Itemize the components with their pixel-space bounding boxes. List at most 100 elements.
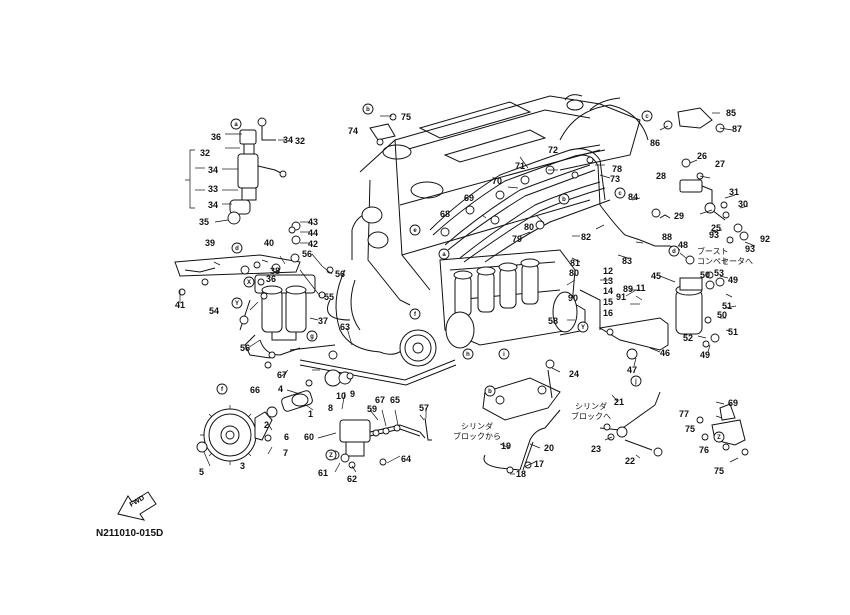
ref-b-1: b bbox=[366, 107, 370, 113]
cyl-from-label-1: シリンダ bbox=[461, 421, 493, 431]
ref-j: j bbox=[634, 379, 637, 385]
bracket-top bbox=[369, 113, 397, 146]
ref-circles bbox=[216, 103, 725, 461]
injector-assembly bbox=[185, 117, 287, 225]
ref-b-3: b bbox=[488, 389, 492, 395]
ref-e: e bbox=[413, 228, 417, 234]
callout-91: 91 bbox=[616, 292, 626, 302]
callout-27: 27 bbox=[715, 159, 725, 169]
callout-80a: 80 bbox=[524, 222, 534, 232]
ref-Y-2: Y bbox=[581, 325, 585, 331]
callout-58: 58 bbox=[548, 316, 558, 326]
callout-36a: 36 bbox=[211, 132, 221, 142]
fuel-filter-left bbox=[174, 221, 316, 359]
callout-54: 54 bbox=[209, 306, 219, 316]
callout-56b: 56 bbox=[335, 269, 345, 279]
callout-86: 86 bbox=[650, 138, 660, 148]
callout-18: 18 bbox=[516, 469, 526, 479]
ref-f-2: f bbox=[221, 387, 224, 393]
ref-letters: a a b b b c c d d e f f g h i j X Y Y Z … bbox=[221, 107, 721, 459]
ref-b-2: b bbox=[562, 197, 566, 203]
callout-74: 74 bbox=[348, 126, 358, 136]
ref-g: g bbox=[310, 334, 314, 340]
callout-62: 62 bbox=[347, 474, 357, 484]
callout-70: 70 bbox=[492, 176, 502, 186]
callout-79: 79 bbox=[512, 234, 522, 244]
callout-69b: 69 bbox=[728, 398, 738, 408]
cyl-to-label-1: シリンダ bbox=[575, 401, 607, 411]
callout-59: 59 bbox=[367, 404, 377, 414]
callout-40: 40 bbox=[264, 238, 274, 248]
callout-1: 1 bbox=[308, 409, 313, 419]
callout-60: 60 bbox=[304, 432, 314, 442]
callout-56a: 56 bbox=[302, 249, 312, 259]
callout-88: 88 bbox=[662, 232, 672, 242]
ref-d-1: d bbox=[235, 246, 239, 252]
ref-h: h bbox=[466, 352, 470, 358]
drive-gear-assembly bbox=[196, 344, 354, 465]
callout-67a: 67 bbox=[277, 370, 287, 380]
callout-14: 14 bbox=[603, 286, 613, 296]
callout-75a: 75 bbox=[401, 112, 411, 122]
callout-6: 6 bbox=[284, 432, 289, 442]
callout-75b: 75 bbox=[685, 424, 695, 434]
callout-34b: 34 bbox=[208, 200, 218, 210]
callout-51a: 51 bbox=[722, 301, 732, 311]
callout-16: 16 bbox=[603, 308, 613, 318]
ref-a-2: a bbox=[442, 252, 446, 258]
ref-c-1: c bbox=[645, 114, 649, 120]
bracket-and-lines-bottom bbox=[482, 359, 663, 474]
callout-49b: 49 bbox=[700, 350, 710, 360]
boost-compensator-parts bbox=[639, 107, 749, 251]
callout-25: 25 bbox=[711, 223, 721, 233]
callout-2: 2 bbox=[264, 420, 269, 430]
callout-50a: 50 bbox=[700, 270, 710, 280]
callout-80b: 80 bbox=[569, 268, 579, 278]
callout-35: 35 bbox=[199, 217, 209, 227]
callout-82: 82 bbox=[581, 232, 591, 242]
callout-24: 24 bbox=[569, 369, 579, 379]
callout-34c: 34 bbox=[283, 135, 293, 145]
callout-22: 22 bbox=[625, 456, 635, 466]
callout-65: 65 bbox=[390, 395, 400, 405]
callout-77: 77 bbox=[679, 409, 689, 419]
callout-17: 17 bbox=[534, 459, 544, 469]
ref-i: i bbox=[503, 352, 505, 358]
callout-8: 8 bbox=[328, 403, 333, 413]
ref-a-1: a bbox=[234, 122, 238, 128]
callout-67b: 67 bbox=[375, 395, 385, 405]
callout-41: 41 bbox=[175, 300, 185, 310]
callout-89: 89 bbox=[623, 284, 633, 294]
callout-32a: 32 bbox=[200, 148, 210, 158]
callout-68: 68 bbox=[440, 209, 450, 219]
boost-label-2: コンペセータへ bbox=[697, 257, 753, 266]
callout-92: 92 bbox=[760, 234, 770, 244]
callout-55: 55 bbox=[324, 292, 334, 302]
callout-64: 64 bbox=[401, 454, 411, 464]
ref-Y-1: Y bbox=[235, 301, 239, 307]
callout-13: 13 bbox=[603, 276, 613, 286]
callout-3: 3 bbox=[240, 461, 245, 471]
cyl-to-label-2: ブロックへ bbox=[571, 411, 611, 421]
callout-38: 38 bbox=[270, 266, 280, 276]
callout-53: 53 bbox=[714, 268, 724, 278]
ref-f-1: f bbox=[414, 312, 417, 318]
forward-arrow-icon: FWD bbox=[117, 491, 157, 521]
callout-93b: 93 bbox=[745, 244, 755, 254]
callout-numbers: 1 2 3 4 5 6 7 8 9 10 11 12 13 14 15 16 1… bbox=[175, 108, 770, 484]
callout-93a: 93 bbox=[709, 230, 719, 240]
callout-39: 39 bbox=[205, 238, 215, 248]
callout-20: 20 bbox=[544, 443, 554, 453]
callout-43: 43 bbox=[308, 217, 318, 227]
injection-pump bbox=[399, 249, 586, 367]
callout-49a: 49 bbox=[728, 275, 738, 285]
callout-76: 76 bbox=[699, 445, 709, 455]
ref-Z-1: Z bbox=[329, 453, 333, 459]
callout-66: 66 bbox=[250, 385, 260, 395]
callout-72: 72 bbox=[548, 145, 558, 155]
callout-30: 30 bbox=[738, 199, 748, 209]
callout-21: 21 bbox=[614, 397, 624, 407]
callout-23: 23 bbox=[591, 444, 601, 454]
callout-26: 26 bbox=[697, 151, 707, 161]
callout-4: 4 bbox=[278, 384, 283, 394]
